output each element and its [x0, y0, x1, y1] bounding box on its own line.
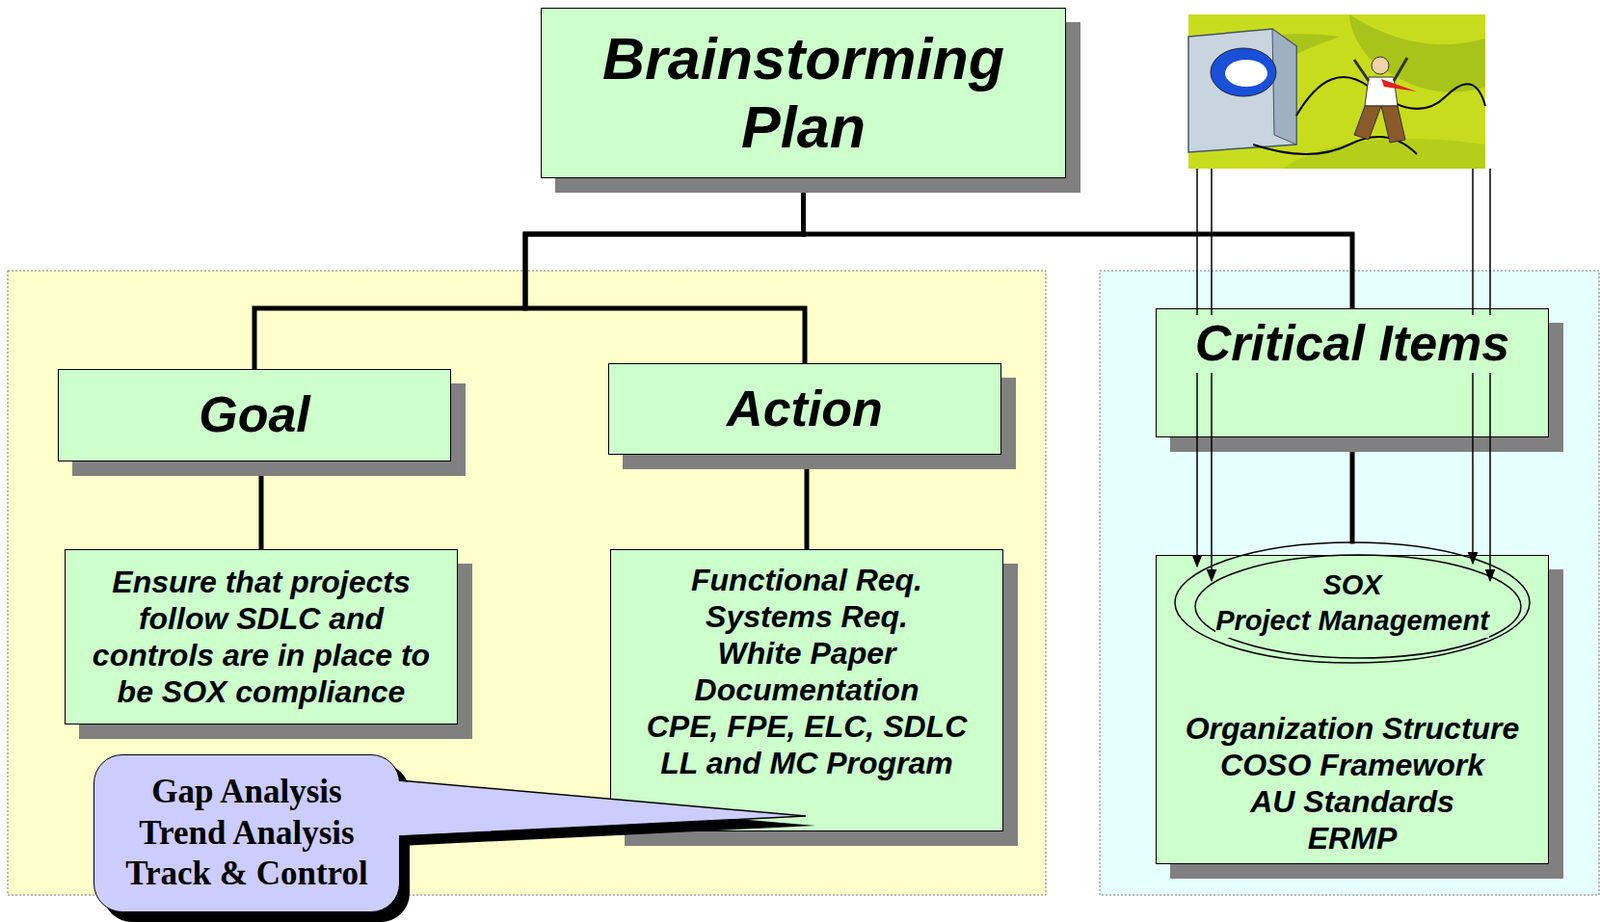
node-text: Trend Analysis — [138, 813, 354, 855]
monitor-screen — [1210, 48, 1277, 97]
clipart-swirl — [1188, 33, 1340, 116]
goal-box: Ensure that projects follow SDLC and con… — [64, 549, 458, 725]
node-text: Systems Req. — [705, 598, 908, 636]
person-shirt — [1364, 77, 1398, 107]
monitor-screen-glare — [1225, 59, 1268, 87]
node-text: Functional Req. — [691, 561, 923, 599]
critical-items-box: Organization StructureCOSO FrameworkAU S… — [1155, 555, 1549, 865]
node-text: Documentation — [694, 671, 920, 709]
person-tie — [1381, 79, 1417, 92]
node-text: SOX — [1322, 567, 1382, 603]
computer-clipart — [1188, 14, 1486, 169]
node-text: AU Standards — [1250, 783, 1455, 821]
ellipse-node: SOXProject Management — [1173, 541, 1531, 665]
ellipse-inner — [1195, 555, 1521, 659]
monitor-side — [1272, 28, 1297, 145]
left-region — [7, 270, 1046, 896]
tree-connector — [803, 178, 1354, 309]
node-text: COSO Framework — [1220, 746, 1485, 784]
right-region — [1099, 270, 1600, 896]
action-box: Functional Req.Systems Req.White PaperDo… — [610, 549, 1004, 832]
heading-box: Critical Items — [1155, 308, 1549, 438]
node-text: Goal — [198, 386, 311, 445]
heading-box: Action — [608, 363, 1002, 455]
node-text: CPE, FPE, ELC, SDLC — [646, 708, 967, 746]
cable — [1296, 77, 1486, 116]
callout-box: Gap AnalysisTrend AnalysisTrack & Contro… — [93, 754, 400, 913]
monitor-body — [1188, 28, 1297, 153]
node-text: Action — [726, 380, 883, 439]
node-text: LL and MC Program — [660, 745, 953, 782]
tree-connector — [259, 461, 265, 550]
node-text: Critical Items — [1195, 315, 1511, 374]
node-text: Project Management — [1215, 603, 1490, 639]
node-text: Gap Analysis — [151, 772, 342, 814]
ellipse-outer — [1174, 542, 1530, 664]
title-box: Brainstorming Plan — [540, 7, 1067, 179]
clipart-ground — [1188, 14, 1486, 169]
person-leg — [1354, 106, 1382, 140]
clipart-swirl — [1349, 14, 1486, 93]
person-leg — [1381, 106, 1406, 143]
node-text: Brainstorming Plan — [551, 25, 1056, 160]
tree-connector — [525, 178, 805, 364]
node-text: Organization Structure — [1185, 710, 1520, 747]
person-arms — [1354, 57, 1408, 81]
clipart-swirl — [1281, 138, 1486, 169]
person-head — [1371, 56, 1389, 75]
node-text: Ensure that projects follow SDLC and con… — [80, 563, 442, 711]
tree-connector — [804, 454, 810, 550]
node-text: ERMP — [1307, 820, 1397, 857]
cable — [1253, 136, 1417, 155]
node-text: Track & Control — [125, 853, 368, 896]
tree-connector — [254, 178, 804, 370]
heading-box: Goal — [57, 369, 452, 462]
tree-connector — [1350, 437, 1356, 542]
node-text: White Paper — [718, 635, 897, 672]
